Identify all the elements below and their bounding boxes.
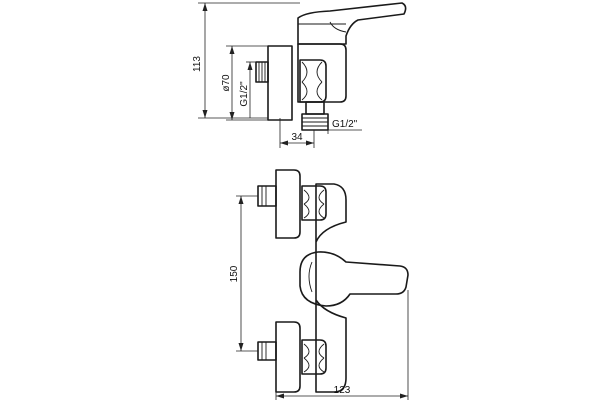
side-body: [297, 43, 347, 103]
front-top-flange: [275, 169, 301, 239]
front-bottom-nut: [301, 339, 327, 375]
side-view: 113 ø70 G1/2" G1/2" 34: [192, 2, 407, 148]
front-body: [315, 183, 347, 393]
front-bottom-pipe: [257, 341, 277, 361]
front-lever: [299, 251, 409, 307]
dim-70-label: ø70: [221, 74, 232, 92]
front-top-pipe: [257, 185, 277, 207]
side-inlet-thread: [258, 62, 266, 82]
front-top-nut: [301, 185, 327, 221]
front-bottom-pipe-thread: [261, 342, 267, 360]
side-lever-cap: [298, 21, 347, 33]
dim-g12-outlet-label: G1/2": [332, 119, 358, 130]
side-lever: [297, 2, 407, 45]
front-bottom-flange: [275, 321, 301, 393]
dim-113-label: 113: [192, 56, 203, 72]
dim-150-label: 150: [229, 265, 240, 282]
front-top-pipe-thread: [261, 186, 267, 206]
front-lever-detail: [308, 261, 313, 293]
side-flange: [267, 45, 293, 121]
dim-34-label: 34: [291, 132, 303, 143]
dim-123-label: 123: [334, 385, 351, 396]
side-nut-detail: [301, 61, 323, 101]
dim-g12-side-label: G1/2": [239, 81, 250, 107]
side-outlet: [305, 101, 325, 115]
front-view: 150 123: [229, 169, 409, 400]
side-outlet-thread-lines: [302, 117, 328, 127]
side-nut: [299, 59, 327, 103]
front-top-nut-detail: [303, 189, 325, 219]
front-bottom-nut-detail: [303, 343, 325, 373]
side-inlet-pipe: [255, 61, 269, 83]
